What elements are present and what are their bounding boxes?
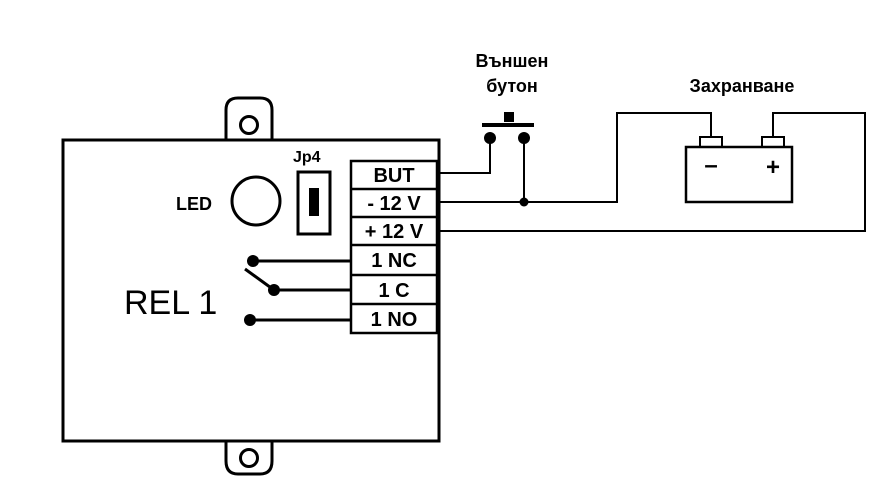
- terminal-block: [349, 159, 439, 335]
- terminal-minus-12v: - 12 V: [367, 193, 421, 215]
- relay-label: REL 1: [124, 284, 217, 322]
- terminal-1-c: 1 C: [378, 280, 409, 302]
- battery: [684, 136, 794, 204]
- button-label-line2: бутон: [486, 76, 538, 96]
- led-label: LED: [176, 194, 212, 214]
- battery-minus-symbol: –: [704, 152, 717, 179]
- relay-contacts: [244, 255, 351, 326]
- terminal-1-nc: 1 NC: [371, 250, 417, 272]
- terminal-1-no: 1 NO: [371, 309, 418, 331]
- terminal-but: BUT: [373, 165, 414, 187]
- terminal-plus-12v: + 12 V: [365, 221, 424, 243]
- jumper-jp4: [296, 170, 332, 236]
- button-label-line1: Външен: [476, 51, 549, 71]
- mounting-tab-bottom: [224, 441, 274, 476]
- led-indicator: [230, 175, 282, 227]
- mounting-tab-top: [224, 96, 274, 140]
- power-label: Захранване: [690, 76, 795, 96]
- push-button: [482, 112, 534, 144]
- jumper-label: Jp4: [293, 149, 321, 166]
- battery-plus-symbol: +: [766, 154, 780, 181]
- external-wiring: [437, 112, 866, 232]
